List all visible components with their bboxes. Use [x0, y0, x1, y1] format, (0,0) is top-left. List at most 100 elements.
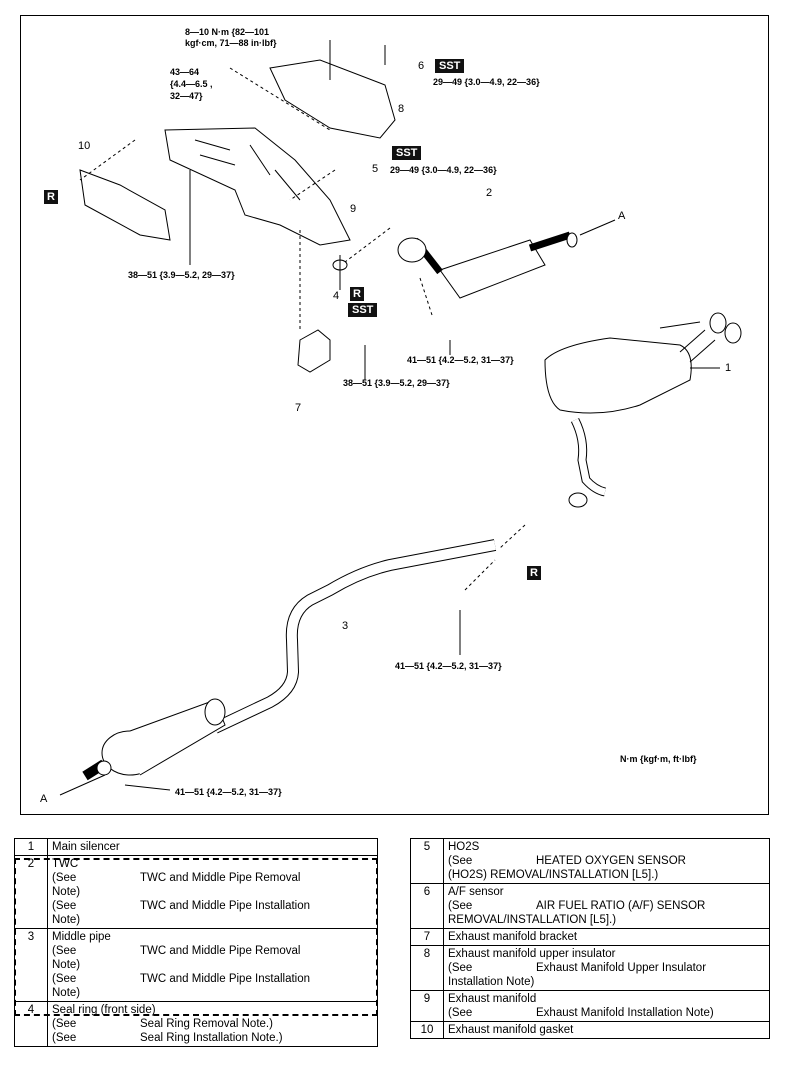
- legend-note-reference-link[interactable]: AIR FUEL RATIO (A/F) SENSOR: [536, 900, 706, 912]
- legend-part-description: Exhaust manifold bracket: [443, 928, 770, 946]
- legend-note-see: (See: [52, 872, 77, 884]
- legend-note-line: (See Exhaust Manifold Installation Note): [448, 1006, 765, 1020]
- legend-note-reference-link[interactable]: TWC and Middle Pipe Removal: [140, 872, 301, 884]
- legend-part-number: 10: [410, 1021, 444, 1039]
- label-a-lower: A: [40, 793, 48, 805]
- sst-badge-5: SST: [392, 146, 422, 160]
- legend-part-number: 4: [14, 1001, 48, 1047]
- torque-callout-manifold-nut-3: 32—47}: [170, 91, 203, 101]
- torque-callout-insulator-bolt: 8—10 N·m {82—101: [185, 27, 270, 37]
- legend-note-reference-link[interactable]: Seal Ring Installation Note.): [140, 1032, 283, 1044]
- legend-part-number: 3: [14, 928, 48, 1002]
- legend-row: 9 Exhaust manifold (See Exhaust Manifold In…: [410, 990, 770, 1022]
- label-2: 2: [486, 187, 493, 199]
- torque-callout-af-sensor: 29—49 {3.0—4.9, 22—36}: [433, 77, 540, 87]
- upper-insulator-shape: [269, 59, 396, 139]
- legend-part-description: Seal ring (front side) (See Seal Ring Remo…: [47, 1001, 378, 1047]
- legend-note-see: (See: [52, 1032, 77, 1044]
- legend-part-description: HO2S (See HEATED OXYGEN SENSOR (HO2S) REMOV…: [443, 838, 770, 884]
- legend-note-see: (See: [52, 900, 77, 912]
- legend-note-line: (See TWC and Middle Pipe Installation: [52, 972, 373, 986]
- main-silencer-shape: [544, 312, 742, 508]
- torque-callout-front-nut: 41—51 {4.2—5.2, 31—37}: [175, 787, 282, 797]
- twc-shape: [397, 231, 578, 299]
- legend-part-number: 1: [14, 838, 48, 856]
- legend-note-see: (See: [448, 962, 473, 974]
- torque-callout-manifold-nut-2: {4.4—6.5 ,: [170, 79, 213, 89]
- legend-part-name: Exhaust manifold bracket: [448, 931, 578, 943]
- torque-callout-insulator-bolt-cont: kgf·cm, 71—88 in·lbf}: [185, 38, 277, 48]
- label-7: 7: [295, 402, 302, 414]
- legend-note-continuation: (HO2S) REMOVAL/INSTALLATION [L5].): [448, 869, 659, 881]
- legend-note-see: (See: [52, 1018, 77, 1030]
- front-silencer-shape: [82, 698, 226, 781]
- replace-badge-seal-ring: R: [350, 287, 364, 301]
- legend-note-see: (See: [52, 973, 77, 985]
- legend-part-name: Exhaust manifold: [448, 993, 537, 1005]
- legend-note-see: (See: [448, 855, 473, 867]
- legend-part-number: 7: [410, 928, 444, 946]
- legend-part-description: Main silencer: [47, 838, 378, 856]
- label-4: 4: [333, 290, 340, 302]
- legend-note-reference-link[interactable]: Exhaust Manifold Upper Insulator: [536, 962, 707, 974]
- legend-part-name: HO2S: [448, 841, 480, 853]
- legend-row: 7 Exhaust manifold bracket: [410, 928, 770, 946]
- manifold-gasket-shape: [79, 169, 171, 241]
- legend-note-reference-link[interactable]: TWC and Middle Pipe Installation: [140, 973, 311, 985]
- legend-note-line: (See TWC and Middle Pipe Removal: [52, 871, 373, 885]
- legend-note-continuation: Note): [52, 959, 81, 971]
- replace-badge-rear-gasket: R: [527, 566, 541, 580]
- legend-note-line: (See Exhaust Manifold Upper Insulator: [448, 961, 765, 975]
- legend-note-see: (See: [448, 1007, 473, 1019]
- legend-part-number: 6: [410, 883, 444, 929]
- torque-callout-manifold-nut: 43—64: [170, 67, 200, 77]
- legend-part-description: Exhaust manifold upper insulator (See Exha…: [443, 945, 770, 991]
- legend-note-reference-link[interactable]: TWC and Middle Pipe Installation: [140, 900, 311, 912]
- exhaust-manifold-shape: [164, 127, 351, 246]
- label-3: 3: [342, 620, 349, 632]
- torque-callout-middle-pipe-nut: 41—51 {4.2—5.2, 31—37}: [395, 661, 502, 671]
- legend-note-reference-link[interactable]: Exhaust Manifold Installation Note): [536, 1007, 714, 1019]
- torque-unit-legend: N·m {kgf·m, ft·lbf}: [620, 754, 697, 764]
- legend-note-continuation: Note): [52, 886, 81, 898]
- legend-row: 5 HO2S (See HEATED OXYGEN SENSOR (HO2S) REMO…: [410, 838, 770, 884]
- diagram-frame: [20, 15, 769, 815]
- legend-part-name: A/F sensor: [448, 886, 504, 898]
- legend-note-line: (See Seal Ring Installation Note.): [52, 1031, 373, 1045]
- highlight-dashed-box: [14, 858, 378, 1016]
- legend-part-description: Exhaust manifold gasket: [443, 1021, 770, 1039]
- sst-badge-seal-ring: SST: [348, 303, 378, 317]
- torque-callout-ho2s: 29—49 {3.0—4.9, 22—36}: [390, 165, 497, 175]
- replace-badge-gasket: R: [44, 190, 58, 204]
- legend-row: 4 Seal ring (front side) (See Seal Ring Rem…: [14, 1001, 378, 1047]
- legend-part-name: Exhaust manifold upper insulator: [448, 948, 616, 960]
- legend-part-name: Main silencer: [52, 841, 120, 853]
- legend-note-line: (See TWC and Middle Pipe Installation: [52, 899, 373, 913]
- legend-note-line: (See Seal Ring Removal Note.): [52, 1017, 373, 1031]
- label-5: 5: [372, 163, 379, 175]
- label-9: 9: [350, 203, 357, 215]
- legend-note-continuation: Note): [52, 987, 81, 999]
- legend-part-number: 9: [410, 990, 444, 1022]
- legend-row: 1 Main silencer: [14, 838, 378, 856]
- legend-part-name: Seal ring (front side): [52, 1004, 156, 1016]
- legend-part-number: 5: [410, 838, 444, 884]
- torque-callout-bracket-bolt: 38—51 {3.9—5.2, 29—37}: [343, 378, 450, 388]
- label-6: 6: [418, 60, 425, 72]
- legend-note-reference-link[interactable]: Seal Ring Removal Note.): [140, 1018, 273, 1030]
- legend-note-reference-link[interactable]: TWC and Middle Pipe Removal: [140, 945, 301, 957]
- legend-part-name: TWC: [52, 858, 79, 870]
- legend-part-description: Exhaust manifold (See Exhaust Manifold Ins…: [443, 990, 770, 1022]
- legend-note-reference-link[interactable]: HEATED OXYGEN SENSOR: [536, 855, 686, 867]
- label-8: 8: [398, 103, 405, 115]
